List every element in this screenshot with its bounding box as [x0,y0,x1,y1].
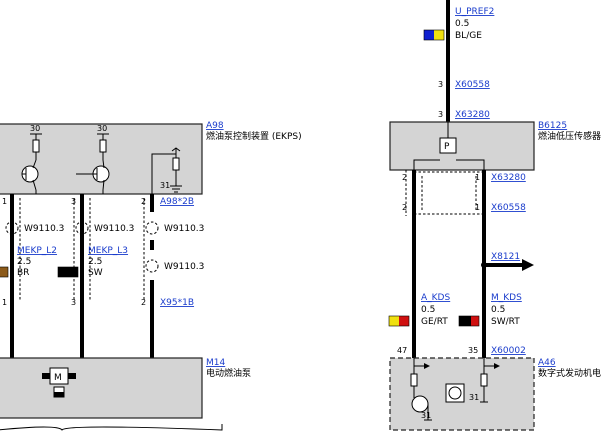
wire-size-u-pref2: 0.5 [455,19,469,29]
swatch-black-mk [459,316,471,326]
b6125-code-link[interactable]: B6125 [538,121,567,131]
x95-pin-2: 2 [141,298,146,307]
shield-dashes [19,198,75,300]
swatch-yellow-ak [389,316,399,326]
wire-name-u-pref2[interactable]: U_PREF2 [455,7,494,17]
sensor-inner-letter: P [444,142,450,152]
a98-pin-3: 3 [71,197,76,206]
x63280-mid-link[interactable]: X63280 [491,173,526,183]
wire-color-a-kds: GE/RT [421,317,448,327]
a98-pin-1: 1 [2,197,7,206]
x60558-top-link[interactable]: X60558 [455,80,490,90]
sensor-pin-2: 2 [402,173,407,182]
w9110-label-2: W9110.3 [94,224,134,234]
wire-size-l2: 2.5 [17,257,31,267]
arrow-right-icon [522,259,534,271]
module-m14-box [0,357,203,419]
a98-pin-2: 2 [141,197,146,206]
x60002-link[interactable]: X60002 [491,346,526,356]
m14-name: 电动燃油泵 [206,367,251,379]
sensor-pin-1: 1 [475,173,480,182]
x60558-mid-pin-1: 1 [475,203,480,212]
x8121-link[interactable]: X8121 [491,252,520,262]
w9110-label-3: W9110.3 [164,224,204,234]
swatch-yellow [434,30,444,40]
a98-voltage-30-1: 30 [30,124,40,133]
x60558-top-pin: 3 [438,80,443,89]
w9110-label-1: W9110.3 [24,224,64,234]
shield-circle-4 [145,259,159,273]
b6125-name: 燃油低压传感器 [538,130,601,142]
x60002-pin-35: 35 [468,346,478,355]
shield-circle-1 [5,221,19,235]
w9110-label-4: W9110.3 [164,262,204,272]
x95-pin-1: 1 [2,298,7,307]
swatch-red-ak [399,316,409,326]
a46-transistor-icon [411,395,429,413]
m14-code-link[interactable]: M14 [206,358,225,368]
wire-size-m-kds: 0.5 [491,305,505,315]
a98-code-link[interactable]: A98 [206,121,224,131]
wire-color-l3: SW [88,268,103,278]
wire-size-l3: 2.5 [88,257,102,267]
swatch-blue [424,30,434,40]
module-b6125-box [389,121,535,171]
wire-color-swatch-br [0,266,9,278]
a46-code-link[interactable]: A46 [538,358,556,368]
wire-size-a-kds: 0.5 [421,305,435,315]
swatch-red-mk [471,316,479,326]
wire-color-swatch-sw [57,266,79,278]
x95-connector-link[interactable]: X95*1B [160,298,194,308]
wire-color-l2: BR [17,268,29,278]
wire-name-m-kds[interactable]: M_KDS [491,293,522,303]
wire-color-m-kds: SW/RT [491,317,520,327]
wire-name-mekp-l3[interactable]: MEKP_L3 [88,246,128,256]
x60558-mid-link[interactable]: X60558 [491,203,526,213]
connector-dashes [405,170,484,216]
a98-voltage-30-2: 30 [97,124,107,133]
motor-letter: M [54,373,62,383]
wire-name-a-kds[interactable]: A_KDS [421,293,450,303]
bracket [0,424,223,431]
wire-name-mekp-l2[interactable]: MEKP_L2 [17,246,57,256]
a98-name: 燃油泵控制装置 (EKPS) [206,130,302,142]
a46-ground-1: 31 [421,411,431,420]
shield-circle-2 [75,221,89,235]
a46-name: 数字式发动机电 [538,367,601,379]
x60558-mid-pin-2: 2 [402,203,407,212]
shield-circle-3 [145,221,159,235]
wire-color-u-pref2: BL/GE [455,31,482,41]
a46-ground-2: 31 [469,393,479,402]
a98-ground-31: 31 [160,181,170,190]
x63280-top-pin: 3 [438,110,443,119]
x95-pin-3: 3 [71,298,76,307]
a98-2b-connector-link[interactable]: A98*2B [160,197,194,207]
x63280-top-link[interactable]: X63280 [455,110,490,120]
x60002-pin-47: 47 [397,346,407,355]
